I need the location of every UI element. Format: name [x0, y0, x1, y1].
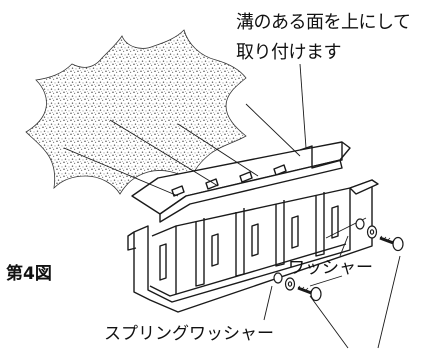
washer-set-lower: [273, 272, 322, 302]
mounting-note-line-1: 溝のある面を上にして: [236, 12, 411, 33]
mounting-note-line-2: 取り付けます: [236, 42, 342, 63]
washer-label: ワッシャー: [288, 258, 373, 278]
figure-number-label: 第4図: [6, 264, 52, 284]
washer-set-upper: [355, 218, 404, 252]
note-leader-line: [299, 63, 307, 149]
spring-washer-label: スプリングワッシャー: [104, 324, 274, 344]
spring-washer-leader: [309, 295, 349, 349]
mounting-surface: [25, 29, 247, 195]
bracket: [127, 141, 379, 313]
screw-leader: [377, 255, 401, 349]
